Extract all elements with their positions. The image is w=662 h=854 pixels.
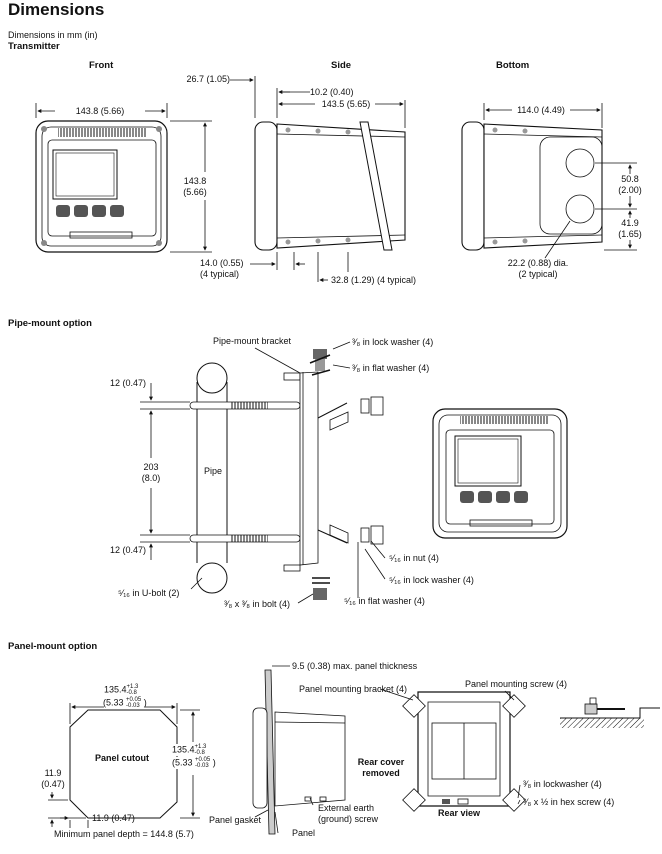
pipe-mount-bracket-label: Pipe-mount bracket bbox=[213, 336, 292, 346]
transmitter-heading: Transmitter bbox=[8, 41, 60, 52]
flat-washer-38-label: ³⁄₈ in flat washer (4) bbox=[352, 363, 430, 373]
lock-washer-516-label: ⁵⁄₁₆ in lock washer (4) bbox=[389, 575, 474, 585]
dim-11-9-left: 11.9 (0.47) bbox=[41, 768, 65, 789]
panel-bracket-label: Panel mounting bracket (4) bbox=[299, 684, 408, 694]
dim-12-bottom: 12 (0.47) bbox=[110, 545, 147, 555]
transmitter-side bbox=[230, 76, 406, 282]
panel-gasket-label: Panel gasket bbox=[209, 815, 262, 825]
transmitter-bottom bbox=[461, 103, 637, 259]
flat-washer-516-label: ⁵⁄₁₆ in flat washer (4) bbox=[344, 596, 425, 606]
hex-screw-label: ³⁄₈ x ½ in hex screw (4) bbox=[523, 797, 615, 807]
dim-bottom-41: 41.9 (1.65) bbox=[614, 218, 646, 240]
page-title: Dimensions bbox=[8, 0, 105, 19]
dim-12-top: 12 (0.47) bbox=[110, 378, 147, 388]
dim-bottom-114: 114.0 (4.49) bbox=[517, 105, 565, 115]
panel-label: Panel bbox=[292, 828, 316, 838]
dim-135-right: 135.4+1.3 -0.8 bbox=[172, 744, 207, 756]
bottom-label: Bottom bbox=[496, 60, 530, 71]
dim-533-top: (5.33 +0.05 -0.03 ) bbox=[103, 697, 147, 709]
dim-side-143: 143.5 (5.65) bbox=[321, 99, 371, 109]
dim-203: 203 (8.0) bbox=[136, 462, 166, 484]
rear-view-label: Rear view bbox=[438, 808, 481, 818]
dim-135-top: 135.4+1.3 -0.8 bbox=[104, 684, 139, 696]
panel-thickness-label: 9.5 (0.38) max. panel thickness bbox=[292, 661, 418, 671]
dim-side-26: 26.7 (1.05) bbox=[186, 74, 230, 84]
panel-cutout-label: Panel cutout bbox=[95, 753, 150, 763]
rear-cover-label: Rear cover removed bbox=[357, 757, 405, 778]
transmitter-front bbox=[35, 103, 212, 253]
lock-washer-38-label: ³⁄₈ in lock washer (4) bbox=[352, 337, 434, 347]
dim-11-9-bottom: 11.9 (0.47) bbox=[92, 813, 135, 823]
dim-front-height: 143.8 (5.66) bbox=[176, 176, 214, 198]
panel-mount-drawing bbox=[48, 665, 660, 835]
nut-label: ⁵⁄₁₆ in nut (4) bbox=[389, 553, 439, 563]
panel-screw-label: Panel mounting screw (4) bbox=[465, 679, 568, 689]
side-label: Side bbox=[331, 60, 352, 71]
pipe-label: Pipe bbox=[204, 466, 223, 477]
front-label: Front bbox=[89, 60, 114, 71]
bolt-label: ³⁄₈ x ³⁄₈ in bolt (4) bbox=[224, 599, 290, 609]
dim-front-width: 143.8 (5.66) bbox=[55, 106, 145, 117]
subtitle: Dimensions in mm (in) bbox=[8, 30, 98, 40]
lockwasher-label: ³⁄₈ in lockwasher (4) bbox=[523, 779, 602, 789]
min-panel-depth: Minimum panel depth = 144.8 (5.7) bbox=[54, 829, 194, 839]
ubolt-label: ⁵⁄₁₆ in U-bolt (2) bbox=[118, 588, 180, 598]
dim-bottom-50: 50.8 (2.00) bbox=[614, 174, 646, 196]
dim-side-10: 10.2 (0.40) bbox=[310, 87, 354, 97]
dim-side-14: 14.0 (0.55) (4 typical) bbox=[200, 258, 244, 279]
dim-bottom-22: 22.2 (0.88) dia. (2 typical) bbox=[507, 258, 569, 279]
dim-533-right: (5.33 +0.05 -0.03 ) bbox=[172, 757, 216, 769]
panel-mount-heading: Panel-mount option bbox=[8, 641, 98, 652]
earth-screw-label: External earth (ground) screw bbox=[318, 803, 379, 824]
pipe-mount-drawing bbox=[140, 341, 568, 604]
pipe-mount-heading: Pipe-mount option bbox=[8, 318, 92, 329]
dim-side-32: 32.8 (1.29) (4 typical) bbox=[331, 275, 417, 285]
